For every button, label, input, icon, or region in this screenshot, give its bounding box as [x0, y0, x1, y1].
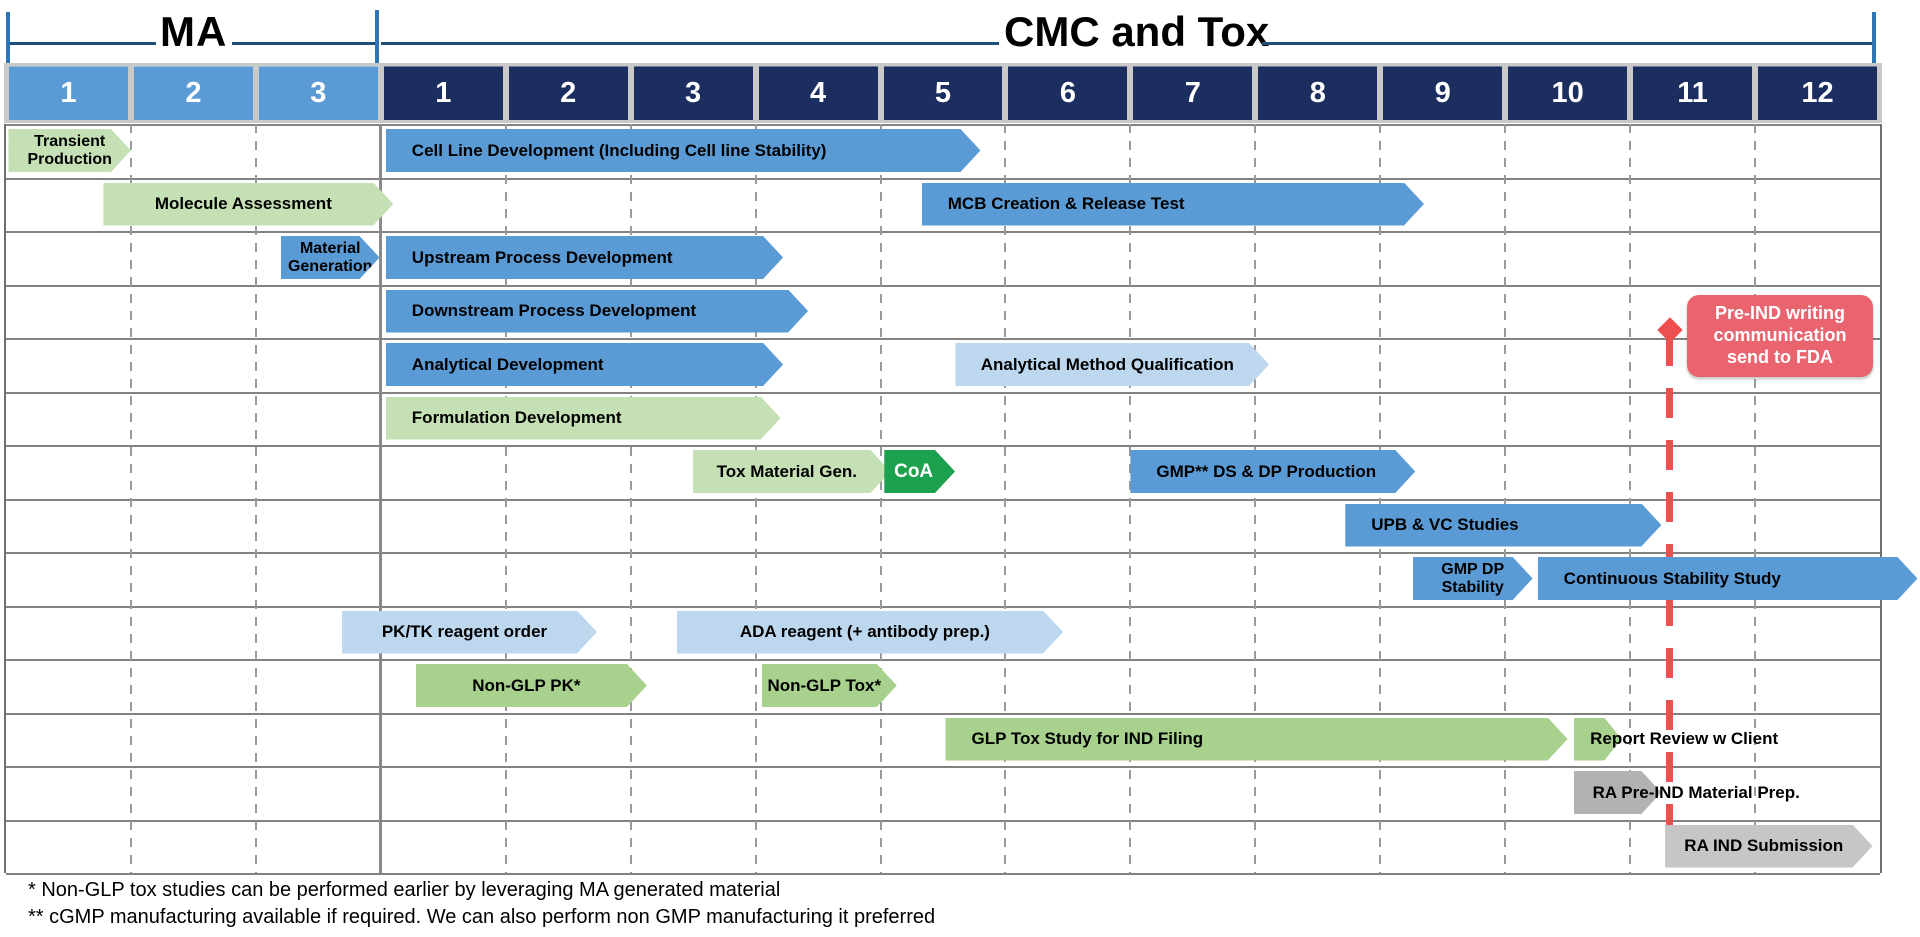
cmc-month-10: 10 — [1508, 66, 1628, 120]
cmc-bracket-line-right — [1262, 42, 1874, 45]
bar-upstream-process-development: Upstream Process Development — [386, 236, 783, 279]
row-line-4 — [6, 338, 1880, 340]
cmc-bracket-right-tick — [1872, 12, 1876, 80]
cmc-month-4: 4 — [758, 66, 878, 120]
bar-cell-line-development: Cell Line Development (Including Cell li… — [386, 129, 981, 172]
month-gridline-7 — [879, 124, 882, 873]
phase-title-ma: MA — [160, 8, 228, 55]
row-line-5 — [6, 391, 1880, 394]
row-line-12 — [6, 766, 1880, 768]
phase-title-cmc: CMC and Tox — [1004, 8, 1270, 55]
row-line-0 — [6, 124, 1880, 126]
month-gridline-13 — [1629, 124, 1632, 873]
ma-cmc-divider — [378, 124, 382, 873]
bar-ada-reagent: ADA reagent (+ antibody prep.) — [677, 611, 1063, 654]
bar-gmp-ds-dp-production: GMP** DS & DP Production — [1130, 450, 1415, 493]
bar-ra-pre-ind-arrow — [1574, 771, 1661, 814]
bar-glp-tox-study: GLP Tox Study for IND Filing — [945, 718, 1567, 761]
cmc-month-7: 7 — [1133, 66, 1253, 120]
cmc-month-9: 9 — [1383, 66, 1503, 120]
annotation-line-2: communication — [1713, 324, 1847, 345]
row-line-2 — [6, 231, 1880, 233]
month-gridline-14 — [1754, 124, 1757, 873]
month-gridline-8 — [1004, 124, 1007, 873]
label-ra-pre-ind-material-prep: RA Pre-IND Material Prep. — [1592, 782, 1800, 802]
cmc-month-3: 3 — [633, 66, 753, 120]
month-gridline-11 — [1379, 124, 1382, 873]
footnote-cgmp: ** cGMP manufacturing available if requi… — [28, 906, 936, 928]
ma-month-2: 2 — [133, 66, 253, 120]
annotation-line-3: send to FDA — [1727, 346, 1833, 367]
bar-pk-tk-reagent-order: PK/TK reagent order — [342, 611, 597, 654]
cmc-bracket-line-left — [381, 42, 999, 45]
bar-tox-material-gen: Tox Material Gen. — [693, 450, 890, 493]
cmc-month-12: 12 — [1758, 66, 1877, 120]
bar-formulation-development: Formulation Development — [386, 397, 781, 440]
bar-analytical-development: Analytical Development — [386, 343, 783, 386]
bar-molecule-assessment: Molecule Assessment — [103, 183, 393, 226]
month-gridline-10 — [1254, 124, 1257, 873]
bar-coa-milestone: CoA — [884, 450, 955, 493]
ma-month-1: 1 — [9, 66, 128, 120]
row-line-13 — [6, 819, 1880, 822]
cmc-month-2: 2 — [508, 66, 628, 120]
bar-ra-ind-submission: RA IND Submission — [1665, 825, 1872, 868]
bar-analytical-method-qualification: Analytical Method Qualification — [955, 343, 1269, 386]
bar-downstream-process-development: Downstream Process Development — [386, 290, 808, 333]
row-line-9 — [6, 605, 1880, 608]
cmc-month-5: 5 — [883, 66, 1003, 120]
ma-bracket-line-left — [10, 42, 156, 45]
footnote-non-glp: * Non-GLP tox studies can be performed e… — [28, 879, 781, 901]
cmc-month-11: 11 — [1633, 66, 1753, 120]
annotation-line-1: Pre-IND writing — [1714, 303, 1845, 323]
row-line-8 — [6, 552, 1880, 554]
body-right-edge — [1880, 124, 1882, 873]
ma-bracket-line-right — [232, 42, 375, 45]
body-left-edge — [4, 124, 6, 873]
bar-mcb-creation-release-test: MCB Creation & Release Test — [922, 183, 1424, 226]
month-gridline-1 — [129, 124, 132, 873]
month-gridline-5 — [629, 124, 632, 873]
cmc-month-1: 1 — [383, 66, 503, 120]
month-gridline-4 — [504, 124, 507, 873]
pre-ind-annotation-box: Pre-IND writing communication send to FD… — [1687, 295, 1873, 377]
month-gridline-2 — [254, 124, 257, 873]
month-gridline-9 — [1129, 124, 1132, 873]
month-gridline-6 — [754, 124, 757, 873]
ma-month-3: 3 — [258, 66, 378, 120]
month-gridline-12 — [1504, 124, 1507, 873]
bar-non-glp-tox: Non-GLP Tox* — [762, 664, 897, 707]
row-line-10 — [6, 659, 1880, 661]
row-line-7 — [6, 498, 1880, 501]
label-report-review-w-client: Report Review w Client — [1590, 729, 1779, 749]
row-line-14 — [6, 873, 1880, 875]
ma-bracket-left-tick — [6, 12, 10, 80]
bar-upb-vc-studies: UPB & VC Studies — [1345, 504, 1661, 547]
row-line-11 — [6, 712, 1880, 715]
phase-divider-tick — [375, 10, 379, 82]
cmc-month-8: 8 — [1258, 66, 1378, 120]
bar-continuous-stability-study: Continuous Stability Study — [1538, 557, 1918, 600]
row-line-6 — [6, 445, 1880, 447]
cmc-month-6: 6 — [1008, 66, 1128, 120]
bar-non-glp-pk: Non-GLP PK* — [416, 664, 647, 707]
row-line-1 — [6, 177, 1880, 180]
row-line-3 — [6, 284, 1880, 287]
